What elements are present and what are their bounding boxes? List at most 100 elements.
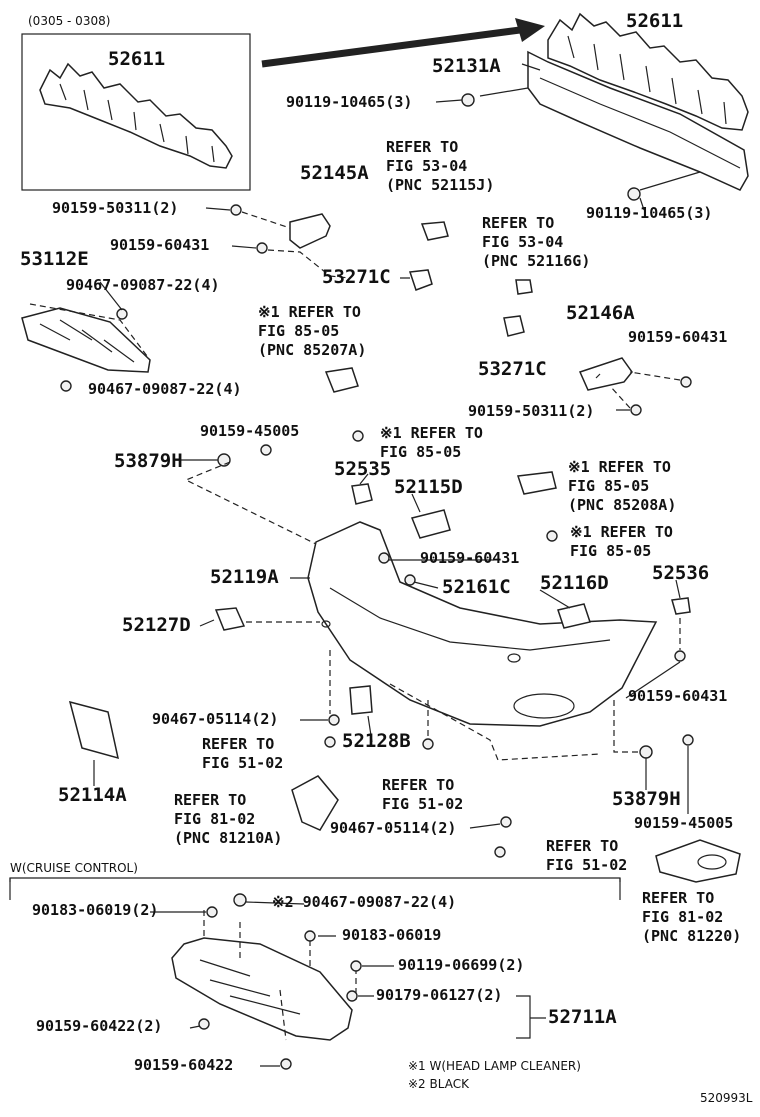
screw-90159-60422-a — [198, 1018, 210, 1030]
energy-absorber-52611 — [547, 12, 749, 131]
bracket-85207A — [324, 367, 359, 393]
clip-53271C-b — [503, 315, 525, 337]
part-90119-10465-b: 90119-10465(3) — [586, 204, 713, 222]
screw-90159-50311-b — [630, 404, 642, 416]
part-90179-06127: 90179-06127(2) — [376, 986, 503, 1004]
refer-52116G: REFER TO FIG 53-04 (PNC 52116G) — [482, 214, 591, 270]
cover-52128B — [349, 685, 373, 715]
footnote-head-lamp-cleaner: ※1 W(HEAD LAMP CLEANER) — [408, 1059, 581, 1073]
clip-90467-b — [60, 380, 72, 392]
part-53879H-a: 53879H — [114, 450, 183, 472]
screw-51-02-b — [422, 738, 434, 750]
part-53879H-b: 53879H — [612, 788, 681, 810]
clip-90467-05114-b — [500, 816, 512, 828]
nut-90179-06127 — [346, 990, 358, 1002]
sensor-53879H-b — [639, 745, 653, 759]
screw-85-05-b — [546, 530, 558, 542]
part-90183-06019-a: 90183-06019(2) — [32, 901, 159, 919]
screw-90159-60431-b — [680, 376, 692, 388]
part-90159-45005-b: 90159-45005 — [634, 814, 734, 832]
part-90159-60422-a: 90159-60422(2) — [36, 1017, 163, 1035]
cover-52711A — [171, 910, 357, 1041]
screw-90159-45005-a — [260, 444, 272, 456]
clip-90183-06019-b — [304, 930, 316, 942]
clip-53271C-a — [408, 269, 433, 291]
screw-51-02-c — [494, 846, 506, 858]
part-90467-05114-b: 90467-05114(2) — [330, 819, 457, 837]
part-90467-05114-a: 90467-05114(2) — [152, 710, 279, 728]
screw-90159-60422-b — [280, 1058, 292, 1070]
part-52115D: 52115D — [394, 476, 463, 498]
bracket-52146A — [578, 357, 633, 391]
part-90159-60431-a: 90159-60431 — [110, 236, 210, 254]
arrow-head — [515, 18, 545, 42]
sensor-53879H-a — [217, 453, 231, 467]
part-90159-60431-d: 90159-60431 — [628, 687, 728, 705]
cruise-control-bracket — [9, 877, 621, 882]
screw-90159-45005-b — [682, 734, 694, 746]
footnote-black: ※2 BLACK — [408, 1077, 469, 1091]
bumper-cover-52119A — [307, 521, 658, 727]
part-90183-06019-b: 90183-06019 — [342, 926, 442, 944]
refer-52115J: REFER TO FIG 53-04 (PNC 52115J) — [386, 138, 495, 194]
clip-90467-05114-a — [328, 714, 340, 726]
part-90159-60431-c: 90159-60431 — [420, 549, 520, 567]
screw-85-05-a — [352, 430, 364, 442]
part-52535: 52535 — [334, 458, 392, 480]
part-52711A: 52711A — [548, 1006, 617, 1028]
refer-51-02-a: REFER TO FIG 51-02 — [202, 735, 284, 772]
retainer-52536 — [671, 597, 691, 615]
inset-box — [21, 33, 251, 191]
inset-absorber-52611 — [39, 62, 233, 169]
refer-85-05-b: ※1 REFER TO FIG 85-05 — [570, 523, 673, 560]
screw-90159-60431-c — [378, 552, 390, 564]
figure-id: 520993L — [700, 1091, 753, 1105]
fog-lamp-opening — [513, 693, 575, 719]
refer-51-02-b: REFER TO FIG 51-02 — [382, 776, 464, 813]
bolt-90119-b — [627, 187, 641, 201]
part-90159-60422-b: 90159-60422 — [134, 1056, 234, 1074]
inset-part-52611: 52611 — [108, 48, 166, 70]
part-90467-09087-b: 90467-09087-22(4) — [88, 380, 242, 398]
retainer-52535 — [351, 483, 373, 505]
clip-90467-a — [116, 308, 128, 320]
part-52146A: 52146A — [566, 302, 635, 324]
part-53112E: 53112E — [20, 248, 89, 270]
screw-90159-50311-a — [230, 204, 242, 216]
section-title-cruise-control: W(CRUISE CONTROL) — [10, 861, 138, 875]
screw-90159-60431-d — [674, 650, 686, 662]
part-53271C-b: 53271C — [478, 358, 547, 380]
part-52127D: 52127D — [122, 614, 191, 636]
plate-52114A — [68, 700, 119, 760]
pin-52161C — [404, 574, 416, 586]
refer-85-05-a: ※1 REFER TO FIG 85-05 — [380, 424, 483, 461]
refer-85208A: ※1 REFER TO FIG 85-05 (PNC 85208A) — [568, 458, 677, 514]
part-90159-50311-a: 90159-50311(2) — [52, 199, 179, 217]
part-90119-10465-a: 90119-10465(3) — [286, 93, 413, 111]
arrow-shaft — [261, 26, 521, 68]
part-52145A: 52145A — [300, 162, 369, 184]
clip-90183-06019-a — [206, 906, 218, 918]
bracket-ref-52116G — [515, 279, 533, 295]
reinforcement-52131A — [527, 50, 749, 191]
screw-51-02-a — [324, 736, 336, 748]
bolt-90119-a — [461, 93, 475, 107]
part-52114A: 52114A — [58, 784, 127, 806]
bracket-ref-52115J — [420, 221, 449, 241]
refer-81210A: REFER TO FIG 81-02 (PNC 81210A) — [174, 791, 283, 847]
part-52536: 52536 — [652, 562, 710, 584]
bracket-52711A — [516, 995, 546, 1039]
fog-lamp-81210A — [291, 775, 339, 831]
screw-90159-60431-a — [256, 242, 268, 254]
inset-range-label: (0305 - 0308) — [28, 14, 111, 28]
undercover-53112E — [21, 303, 151, 373]
part-52161C: 52161C — [442, 576, 511, 598]
part-90159-50311-b: 90159-50311(2) — [468, 402, 595, 420]
cover-52127D — [214, 607, 246, 631]
bracket-52115D — [410, 509, 451, 539]
refer-51-02-c: REFER TO FIG 51-02 — [546, 837, 628, 874]
part-52131A: 52131A — [432, 55, 501, 77]
part-90159-45005-a: 90159-45005 — [200, 422, 300, 440]
part-90467-09087-c: ※2 90467-09087-22(4) — [272, 893, 457, 911]
